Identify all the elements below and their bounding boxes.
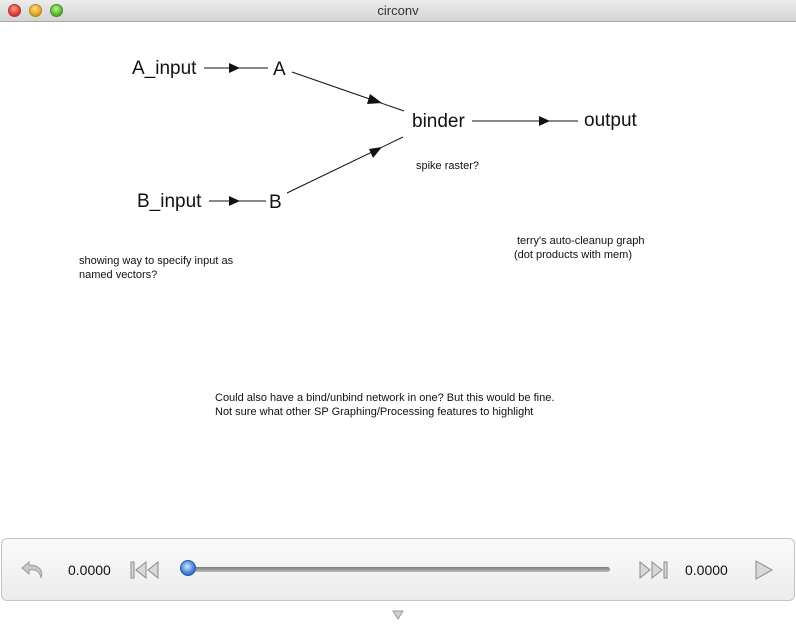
play-icon (755, 560, 774, 580)
expand-panel-button[interactable] (392, 607, 404, 625)
zoom-window-button[interactable] (50, 4, 63, 17)
note-bind-unbind-line1: Could also have a bind/unbind network in… (215, 392, 555, 404)
note-named-vectors: showing way to specify input as named ve… (79, 254, 233, 282)
expand-triangle-icon (392, 610, 404, 620)
skip-to-end-icon (639, 560, 668, 580)
fast-forward-button[interactable] (637, 559, 669, 586)
node-a-input[interactable]: A_input (132, 58, 197, 79)
window-titlebar: circonv (0, 0, 796, 22)
note-named-vectors-line2: named vectors? (79, 269, 158, 281)
note-spike-raster: spike raster? (416, 160, 479, 172)
undo-arrow-icon (21, 560, 43, 579)
close-window-button[interactable] (8, 4, 21, 17)
note-named-vectors-line1: showing way to specify input as (79, 255, 234, 267)
playback-controls: 0.0000 0.0000 (1, 538, 795, 601)
note-bind-unbind: Could also have a bind/unbind network in… (215, 391, 554, 419)
skip-to-start-icon (130, 560, 159, 580)
rewind-button[interactable] (129, 559, 161, 586)
node-binder[interactable]: binder (412, 111, 465, 132)
note-auto-cleanup-line1: terry's auto-cleanup graph (517, 235, 645, 247)
note-auto-cleanup-line2: (dot products with mem) (514, 249, 632, 261)
note-bind-unbind-line2: Not sure what other SP Graphing/Processi… (215, 406, 534, 418)
start-time-readout: 0.0000 (68, 562, 111, 578)
node-a[interactable]: A (273, 59, 286, 80)
timeline-slider-thumb[interactable] (180, 560, 196, 576)
end-time-readout: 0.0000 (685, 562, 728, 578)
node-b-input[interactable]: B_input (137, 191, 202, 212)
undo-button[interactable] (19, 556, 47, 589)
node-b[interactable]: B (269, 192, 282, 213)
play-button[interactable] (753, 559, 775, 586)
timeline-slider[interactable] (188, 567, 610, 572)
minimize-window-button[interactable] (29, 4, 42, 17)
note-auto-cleanup: terry's auto-cleanup graph (dot products… (514, 234, 644, 262)
node-output[interactable]: output (584, 110, 637, 131)
window-title: circonv (377, 3, 419, 18)
